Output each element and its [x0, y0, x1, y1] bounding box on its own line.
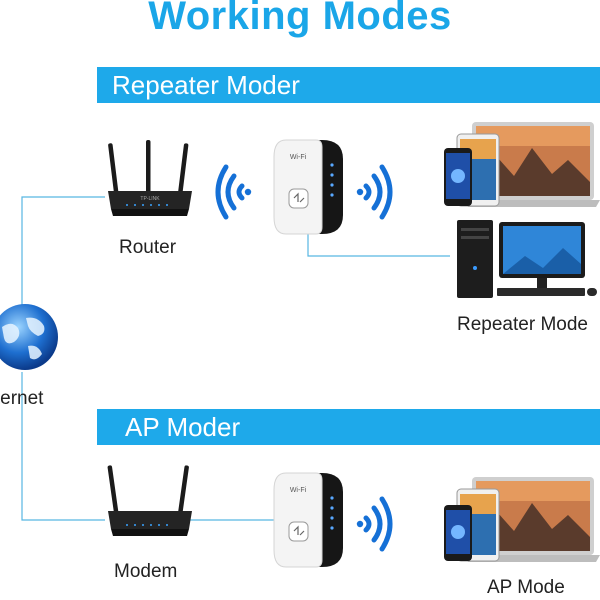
svg-text:Wi-Fi: Wi-Fi	[290, 487, 307, 494]
wifi-signal-icon	[356, 496, 393, 552]
ap-mode-banner-label: AP Moder	[125, 412, 241, 442]
desktop-pc-icon	[457, 220, 597, 298]
repeater-mode-banner: Repeater Moder	[97, 67, 600, 103]
repeater-mode-banner-label: Repeater Moder	[112, 70, 300, 100]
svg-text:Wi-Fi: Wi-Fi	[290, 154, 307, 161]
internet-to-router-line	[21, 196, 105, 305]
wifi-signal-icon	[215, 164, 252, 220]
router-label: Router	[119, 237, 177, 258]
svg-text:TP-LINK: TP-LINK	[140, 196, 160, 202]
modem-label: Modem	[114, 561, 178, 582]
repeater-icon: Wi-Fi	[273, 472, 343, 568]
phone-icon	[444, 148, 472, 206]
repeater-to-pc-line	[307, 228, 450, 257]
ap-client-devices	[444, 477, 600, 562]
internet-label: Internet	[0, 388, 44, 409]
repeater-mode-label: Repeater Mode	[457, 314, 588, 335]
router-icon: TP-LINK	[108, 140, 192, 216]
ap-mode-label: AP Mode	[487, 577, 565, 598]
globe-icon	[0, 304, 58, 370]
laptop-icon	[464, 477, 600, 562]
phone-icon	[444, 505, 472, 561]
repeater-icon: Wi-Fi	[273, 139, 343, 235]
page-title: Working Modes	[148, 0, 452, 38]
router-icon	[107, 465, 192, 536]
internet-to-modem-line	[21, 372, 105, 521]
ap-mode-banner: AP Moder	[97, 409, 600, 445]
repeater-client-devices	[444, 122, 600, 207]
wifi-signal-icon	[356, 164, 393, 220]
